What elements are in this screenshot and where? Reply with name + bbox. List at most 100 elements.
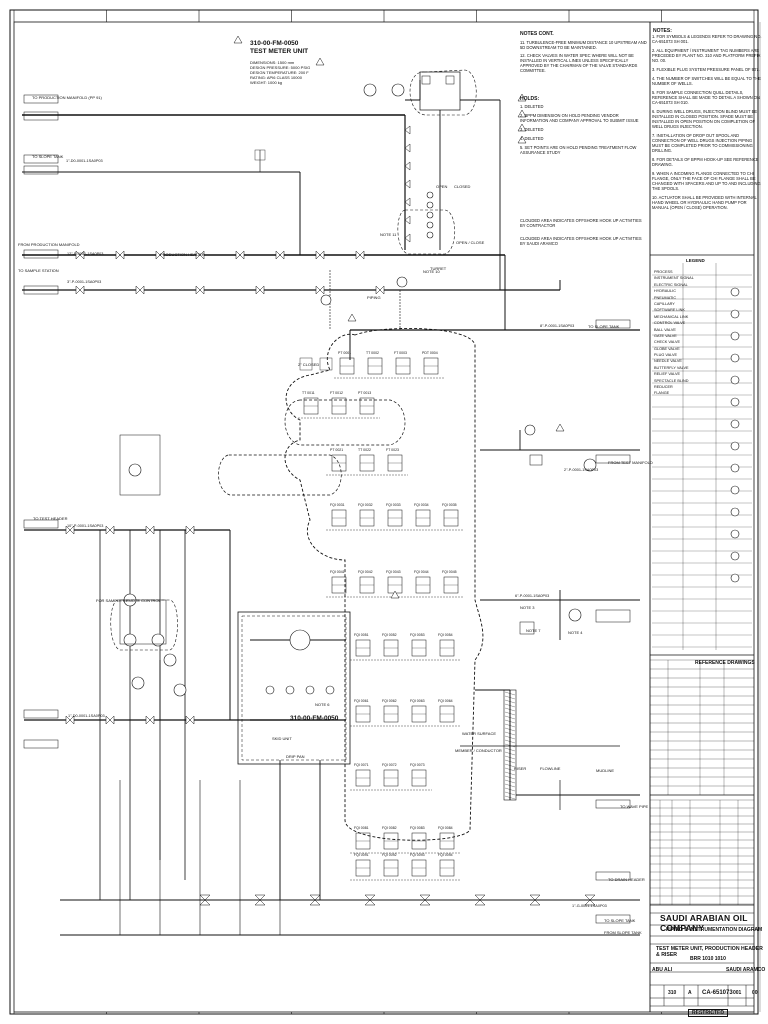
offpage-connector <box>23 94 59 104</box>
owner-2: SAUDI ARAMCO <box>726 967 766 973</box>
hold-item: 5. SET POINTS ARE ON HOLD PENDING TREATM… <box>520 145 637 155</box>
hold-item: 1. DELETED <box>520 104 544 109</box>
diagram-label-state: OPEN / CLOSE <box>456 240 485 245</box>
instrument-box <box>254 149 266 161</box>
gate-valve <box>309 894 321 906</box>
gate-valve <box>254 894 266 906</box>
instrument-bubble <box>151 633 165 647</box>
owner: ABU ALI <box>652 967 673 973</box>
riser-hatch <box>504 699 516 704</box>
riser-hatch <box>504 791 516 796</box>
instrument-bubble <box>131 676 145 690</box>
riser-hatch <box>504 747 516 752</box>
unit-tag: 310-00-FM-0050 <box>250 40 299 47</box>
line-number: 2"-P-0001-1SA0P03 <box>564 468 599 472</box>
hookup-cloud <box>218 454 342 496</box>
offpage-connector <box>595 799 631 809</box>
instrument-bubble <box>173 683 187 697</box>
hold-triangle <box>390 590 400 599</box>
legend-symbol <box>730 551 740 561</box>
hold-triangle <box>517 93 527 102</box>
gate-valve <box>529 894 541 906</box>
diagram-label-note: FOR SAMPLE REMOTE CONTROL <box>96 598 161 603</box>
riser-hatch <box>504 739 516 744</box>
instrument-box <box>529 454 543 466</box>
line-number: 12"-P-0001-1SA0P03 <box>67 252 104 256</box>
riser-hatch <box>504 735 516 740</box>
hold-triangle <box>555 423 565 432</box>
instrument-tag: FQI 0092 <box>382 853 397 857</box>
instrument-tag: FQI 0033 <box>386 503 401 507</box>
gate-valve <box>199 894 211 906</box>
legend-item: SOFTWARE LINK <box>654 308 685 313</box>
legend-item: GATE VALVE <box>654 333 677 338</box>
gate-valve <box>255 285 265 295</box>
line-number: 10"-P-0001-1SA0P03 <box>67 524 104 528</box>
instrument-bubble <box>396 276 408 288</box>
line-number: 1"-G-0001-1SA0P03 <box>572 904 607 908</box>
flow-meter <box>289 629 311 651</box>
legend-item: NEEDLE VALVE <box>654 359 682 364</box>
instrument-bubble <box>265 685 275 695</box>
legend-symbol <box>730 331 740 341</box>
hold-item: 3. DELETED <box>520 127 544 132</box>
note-item: 1. FOR SYMBOLS & LEGENDS REFER TO DRAWIN… <box>652 34 762 44</box>
riser-hatch <box>504 719 516 724</box>
offpage-connector <box>595 319 631 329</box>
instrument-box <box>319 357 333 371</box>
legend-symbol <box>730 441 740 451</box>
gate-valve <box>195 285 205 295</box>
instrument-tag: FT 0023 <box>386 448 399 452</box>
company-name: SAUDI ARABIAN OIL COMPANY <box>660 913 748 933</box>
legend-item: HYDRAULIC <box>654 289 676 294</box>
offpage-connector <box>23 519 59 529</box>
offpage-connector <box>23 154 59 164</box>
note-item: 4. THE NUMBER OF SWITCHES WILL BE EQUAL … <box>652 76 762 86</box>
unit-data-line: DESIGN TEMPERATURE: 200 F <box>250 70 309 75</box>
hold-triangle <box>347 313 357 322</box>
instrument-tag: FQI 0064 <box>438 699 453 703</box>
legend-symbol <box>730 375 740 385</box>
instrument-bubble <box>128 463 142 477</box>
diagram-label-offpage: TO SLOPE TANK <box>604 918 636 923</box>
line-number: 6"-P-0001-1SA0P03 <box>515 594 550 598</box>
offpage-connector <box>23 249 59 259</box>
note-cont-item: 11. TURBULENCE-FREE MINIMUM DISTANCE 10 … <box>520 40 647 50</box>
note-item: 10. ACTUATOR SHALL BE PROVIDED WITH INTE… <box>652 195 757 210</box>
instrument-tag: FQI 0043 <box>386 570 401 574</box>
legend-item: GLOBE VALVE <box>654 346 680 351</box>
diagram-label-offpage: TO SLOPE TANK <box>588 324 620 329</box>
valve-actuator <box>426 191 434 199</box>
diagram-label-note: NOTE 3 <box>520 605 535 610</box>
gate-valve <box>364 894 376 906</box>
riser-hatch <box>504 691 516 696</box>
instrument-tag: PT 0021 <box>330 448 344 452</box>
instrument-bubble <box>568 608 582 622</box>
legend-symbol <box>730 507 740 517</box>
diagram-label-state: OPEN <box>436 184 448 189</box>
riser-hatch <box>504 703 516 708</box>
gate-valve <box>355 250 365 260</box>
riser-hatch <box>504 775 516 780</box>
diagram-label-line: MEMBER / CONDUCTOR <box>455 748 502 753</box>
riser-hatch <box>504 759 516 764</box>
instrument-tag: FQI 0081 <box>354 826 369 830</box>
diagram-label-offpage: FROM TEST MANIFOLD <box>608 460 653 465</box>
drawing-subtitle: BRR 1010 1010 <box>690 956 726 962</box>
legend-item: CONTROL VALVE <box>654 321 686 326</box>
instrument-tag: FT 0003 <box>394 351 407 355</box>
offpage-bubble <box>363 83 377 97</box>
instrument-tag: PT 0013 <box>358 391 372 395</box>
diagram-label-offpage: TO TEST HEADER <box>33 516 68 521</box>
legend-item: SPECTACLE BLIND <box>654 378 689 383</box>
legend-symbol <box>730 309 740 319</box>
instrument-tag: FQI 0031 <box>330 503 345 507</box>
diagram-label-offpage: TO PRODUCTION MANIFOLD (PP 91) <box>32 95 102 100</box>
gate-valve <box>404 233 411 243</box>
note-item: 9. WHEN A INCOMING FLANGE CONNECTED TO C… <box>652 171 761 191</box>
gate-valve <box>315 250 325 260</box>
gate-valve <box>145 715 155 725</box>
instrument-tag: FQI 0073 <box>410 763 425 767</box>
